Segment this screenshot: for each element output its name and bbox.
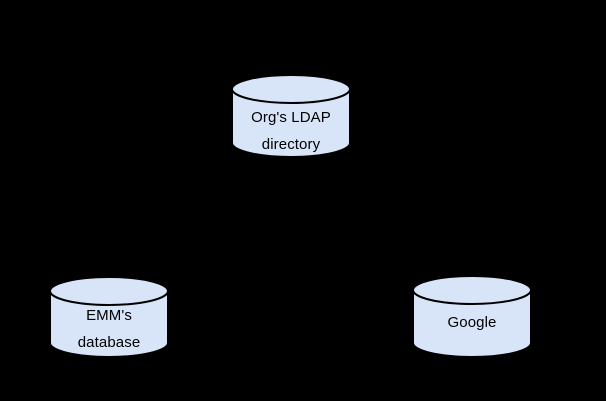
- emm-database-node: EMM's database: [49, 276, 169, 358]
- database-cylinder-icon: [49, 276, 169, 358]
- database-cylinder-icon: [412, 275, 532, 358]
- node-label-line: Google: [447, 314, 497, 331]
- node-label-line: EMM's: [86, 307, 132, 324]
- node-label-line: database: [77, 334, 141, 351]
- database-cylinder-icon: [231, 74, 351, 158]
- node-label: Google: [412, 309, 532, 336]
- node-label-line: Org's LDAP: [251, 109, 331, 126]
- node-label: EMM's database: [49, 302, 169, 356]
- google-node: Google: [412, 275, 532, 358]
- node-label-line: directory: [261, 136, 321, 153]
- ldap-directory-node: Org's LDAP directory: [231, 74, 351, 158]
- node-label: Org's LDAP directory: [231, 104, 351, 158]
